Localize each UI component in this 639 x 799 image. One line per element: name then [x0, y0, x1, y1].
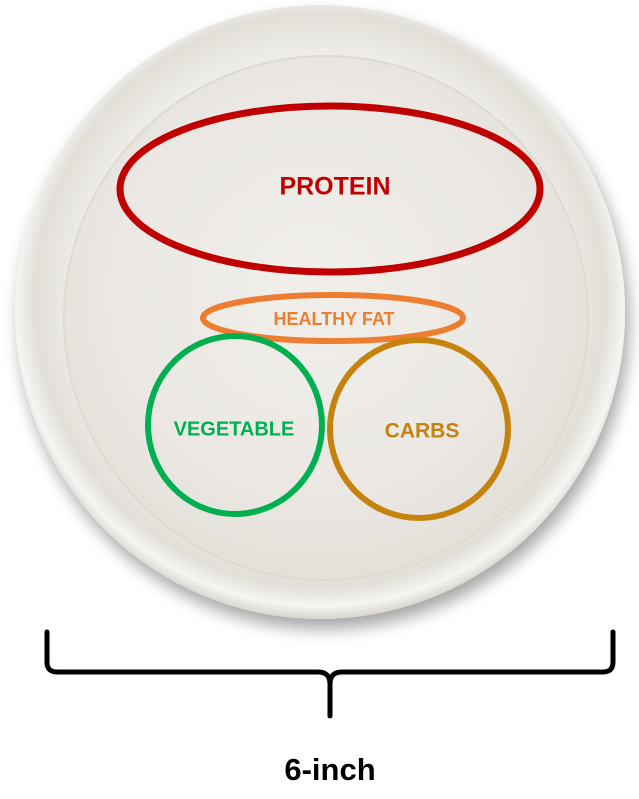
carbs-label: CARBS — [385, 420, 460, 443]
healthy-fat-label: HEALTHY FAT — [274, 309, 395, 329]
vegetable-label: VEGETABLE — [174, 418, 295, 440]
measurement-brace — [47, 632, 613, 716]
protein-label: PROTEIN — [279, 173, 390, 201]
measurement-label: 6-inch — [284, 752, 375, 787]
